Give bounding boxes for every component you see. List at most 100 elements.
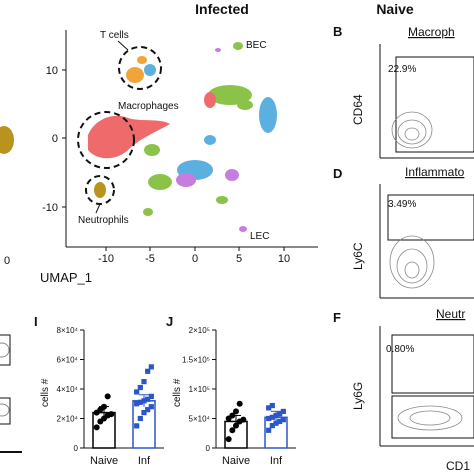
stub-contour — [0, 403, 10, 417]
bec-label: BEC — [246, 40, 267, 51]
flow-panel-f: F Neutr Ly6G 0.80% CD1 — [333, 307, 474, 473]
umap-x-tick: 5 — [236, 253, 242, 265]
bar-y-tick: 0 — [206, 444, 211, 453]
data-point — [137, 399, 143, 405]
left-umap-stub: 0 UMAP_1 — [0, 126, 92, 285]
data-point — [134, 401, 140, 407]
macrophages-label: Macrophages — [118, 101, 179, 112]
flow-d-title: Inflammato — [405, 165, 465, 179]
data-point — [148, 364, 154, 370]
cluster-neutrophils — [94, 182, 106, 198]
flow-b-contours — [391, 111, 433, 149]
stub-contour — [0, 342, 10, 358]
flow-f-ylabel: Ly6G — [351, 382, 365, 410]
bar-y-tick: 4×10⁴ — [57, 385, 79, 394]
naive-title: Naive — [376, 1, 414, 17]
data-point — [240, 416, 247, 423]
cluster-endothelial — [143, 85, 277, 216]
data-point — [141, 398, 147, 404]
data-point — [280, 417, 286, 423]
t-cells-label: T cells — [100, 30, 129, 41]
stub-gate-bottom — [0, 397, 11, 425]
data-point — [273, 420, 279, 426]
bar-ylabel: cells # — [40, 378, 51, 407]
t-cells-circle — [118, 46, 162, 90]
neutrophils-pointer — [95, 203, 101, 214]
flow-b-ylabel: CD64 — [351, 94, 365, 125]
data-point — [229, 412, 236, 419]
flow-panel-b: B Macroph CD64 22.9% — [333, 24, 474, 159]
panel-letter-j: J — [166, 314, 173, 329]
data-point — [141, 379, 147, 385]
umap-x-tick: 10 — [278, 253, 290, 265]
flow-b-gate-pct: 22.9% — [388, 64, 416, 75]
data-point — [225, 436, 232, 443]
data-point — [269, 402, 275, 409]
infected-title: Infected — [195, 1, 249, 17]
data-point — [101, 403, 107, 410]
umap-y-tick: 0 — [52, 133, 58, 145]
data-point — [145, 407, 151, 413]
flow-f-contours — [397, 405, 463, 431]
data-point — [266, 427, 272, 433]
panel-letter-d: D — [333, 166, 342, 181]
data-point — [277, 411, 283, 417]
umap-xlabel: UMAP_1 — [40, 270, 92, 285]
flow-d-gate-pct: 3.49% — [388, 199, 416, 210]
category-label: Inf — [270, 455, 283, 467]
bar-ylabel: cells # — [172, 378, 183, 407]
data-point — [137, 415, 143, 422]
data-point — [266, 405, 272, 411]
category-label: Naive — [90, 455, 118, 467]
category-label: Naive — [222, 455, 250, 467]
flow-f-gate — [391, 334, 474, 394]
data-point — [141, 410, 147, 416]
t-cells-pointer — [117, 40, 129, 51]
neutrophils-label: Neutrophils — [78, 215, 129, 226]
panel-letter-i: I — [34, 314, 38, 329]
left-flow-stub — [0, 334, 22, 453]
bar-y-tick: 1.5×10⁵ — [182, 356, 210, 365]
data-point — [145, 396, 151, 402]
bar-y-tick: 2×10⁴ — [57, 415, 79, 424]
panel-letter-f: F — [333, 310, 341, 325]
data-point — [233, 422, 239, 429]
data-point — [266, 415, 272, 422]
cluster-lec — [239, 226, 247, 232]
data-point — [269, 422, 275, 429]
cluster-macrophages — [88, 115, 170, 159]
data-point — [229, 427, 236, 434]
bar-y-tick: 5×10⁴ — [189, 415, 211, 424]
flow-f-gate-pct: 0.80% — [386, 344, 414, 355]
bar-y-tick: 6×10⁴ — [57, 356, 79, 365]
data-point — [104, 393, 111, 400]
flow-d-ylabel: Ly6C — [351, 242, 365, 270]
data-point — [137, 384, 143, 391]
flow-d-contours — [389, 235, 435, 289]
data-point — [273, 412, 279, 419]
flow-d-gate — [387, 194, 474, 241]
stub-x-tick: 0 — [4, 255, 10, 267]
flow-panel-d: D Inflammato Ly6C 3.49% — [333, 165, 474, 299]
category-label: Inf — [138, 455, 151, 467]
data-point — [108, 411, 115, 418]
bar-y-tick: 2×10⁵ — [189, 326, 210, 335]
data-point — [134, 389, 140, 395]
stub-cluster — [0, 126, 14, 154]
data-point — [93, 424, 100, 431]
data-point — [145, 368, 151, 374]
macrophages-circle — [77, 111, 135, 169]
data-point — [148, 404, 154, 410]
flow-f-title: Neutr — [436, 307, 465, 321]
flow-b-gate — [395, 56, 474, 153]
umap-x-tick: -5 — [145, 253, 155, 265]
data-point — [134, 423, 140, 429]
cluster-bec — [215, 42, 243, 52]
bar-y-tick: 8×10⁴ — [57, 326, 79, 335]
umap-x-tick: 0 — [192, 253, 198, 265]
bar-y-tick: 1×10⁵ — [189, 385, 210, 394]
bar-chart-j: 0 5×10⁴ 1×10⁵ 1.5×10⁵ 2×10⁵ cells # Naive Inf — [172, 326, 296, 467]
data-point — [280, 408, 286, 415]
